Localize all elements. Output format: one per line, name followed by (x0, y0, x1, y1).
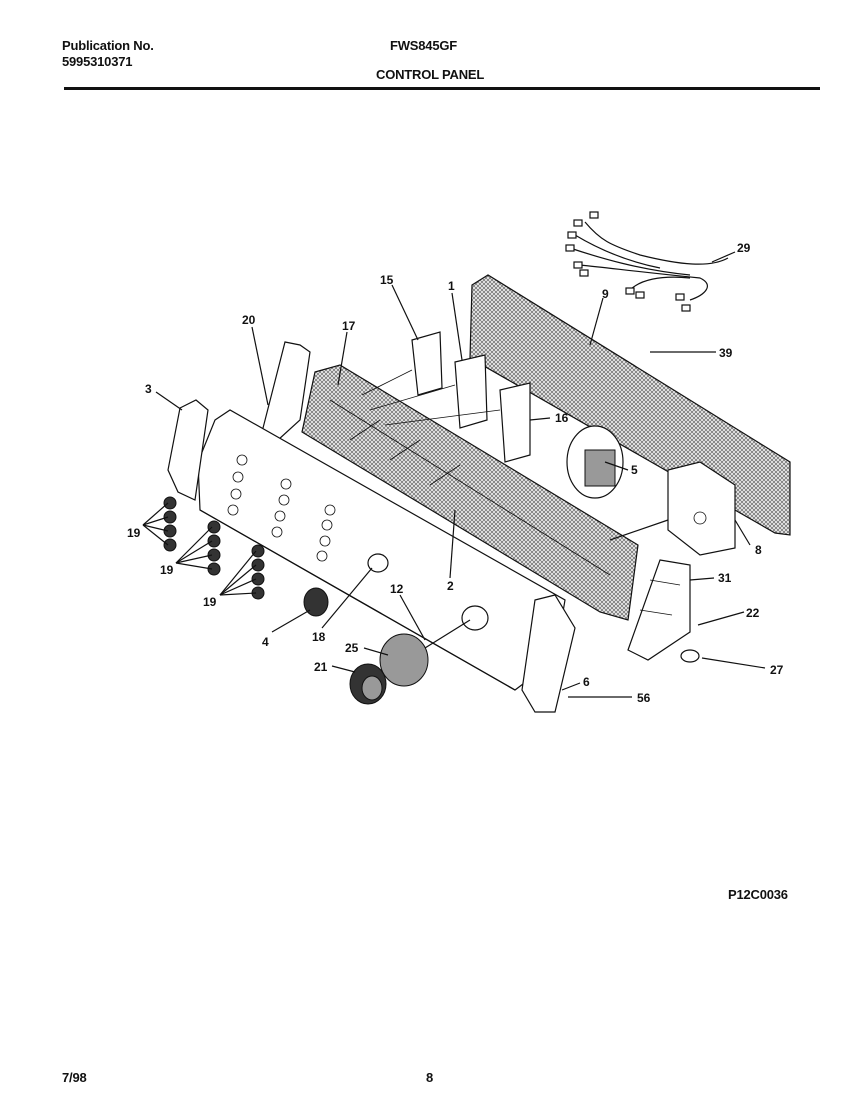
callout-22: 22 (746, 606, 760, 620)
callout-1: 1 (448, 279, 455, 293)
callout-21: 21 (314, 660, 328, 674)
callout-16: 16 (555, 411, 569, 425)
callout-20: 20 (242, 313, 256, 327)
callout-2: 2 (447, 579, 454, 593)
page-number: 8 (426, 1070, 434, 1085)
header-rule (64, 87, 820, 90)
callout-27: 27 (770, 663, 784, 677)
callout-19-b: 19 (160, 563, 174, 577)
publication-label: Publication No. (62, 38, 154, 53)
section-title: CONTROL PANEL (376, 67, 485, 82)
timer-motor (566, 425, 624, 499)
callout-4: 4 (262, 635, 269, 649)
callout-18: 18 (312, 630, 326, 644)
control-console (197, 409, 566, 691)
callout-56: 56 (637, 691, 651, 705)
diagram-reference-code: P12C0036 (728, 887, 788, 902)
callout-19-a: 19 (127, 526, 141, 540)
callout-17: 17 (342, 319, 356, 333)
footer-date: 7/98 (62, 1070, 87, 1085)
switch-module (609, 461, 736, 556)
callout-9: 9 (602, 287, 609, 301)
callout-39: 39 (719, 346, 733, 360)
callout-12: 12 (390, 582, 404, 596)
end-cap-left (167, 399, 209, 501)
callout-31: 31 (718, 571, 732, 585)
end-cap-right (521, 594, 576, 713)
mounting-brackets (361, 331, 531, 463)
model-number: FWS845GF (390, 38, 458, 53)
callout-19-c: 19 (203, 595, 217, 609)
callout-15: 15 (380, 273, 394, 287)
callout-25: 25 (345, 641, 359, 655)
panel-frame (301, 364, 639, 621)
callout-6: 6 (583, 675, 590, 689)
callout-5: 5 (631, 463, 638, 477)
button-holes (227, 454, 336, 562)
push-buttons (163, 496, 265, 600)
publication-number: 5995310371 (62, 54, 133, 69)
callout-8: 8 (755, 543, 762, 557)
callout-29: 29 (737, 241, 751, 255)
control-knobs (303, 587, 471, 705)
side-bracket-left (261, 341, 311, 441)
wiring-harness (565, 211, 729, 312)
timer-housing (627, 559, 700, 663)
leader-lines (142, 251, 766, 698)
callout-3: 3 (145, 382, 152, 396)
